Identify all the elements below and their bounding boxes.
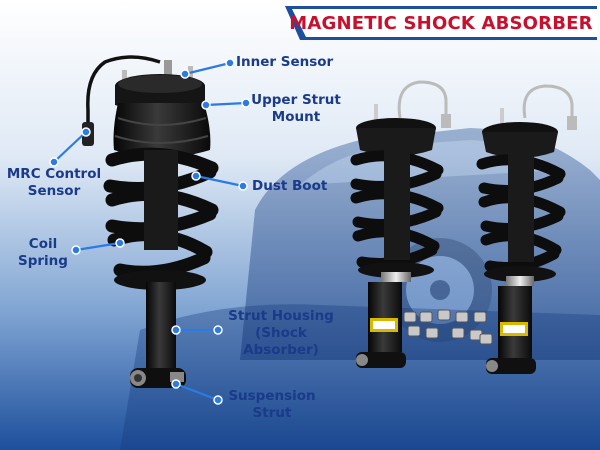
callout-pointers <box>53 61 247 402</box>
label-coil-spring: Coil Spring <box>18 236 68 269</box>
label-strut-housing: Strut Housing (Shock Absorber) <box>228 308 334 358</box>
label-suspension-strut: Suspension Strut <box>228 388 316 421</box>
callout-dots <box>49 58 251 405</box>
title-banner <box>285 6 597 40</box>
banner-title: MAGNETIC SHOCK ABSORBER <box>289 12 593 34</box>
label-mrc-control-sensor: MRC Control Sensor <box>6 166 102 199</box>
label-dust-boot: Dust Boot <box>252 178 328 194</box>
label-upper-strut-mount: Upper Strut Mount <box>251 92 341 125</box>
third-strut-assembly <box>476 84 577 374</box>
mounting-hardware <box>403 309 493 345</box>
label-inner-sensor: Inner Sensor <box>236 54 334 70</box>
main-strut-assembly <box>82 55 219 388</box>
title-banner-container: MAGNETIC SHOCK ABSORBER <box>285 6 597 40</box>
second-strut-assembly <box>350 80 451 368</box>
